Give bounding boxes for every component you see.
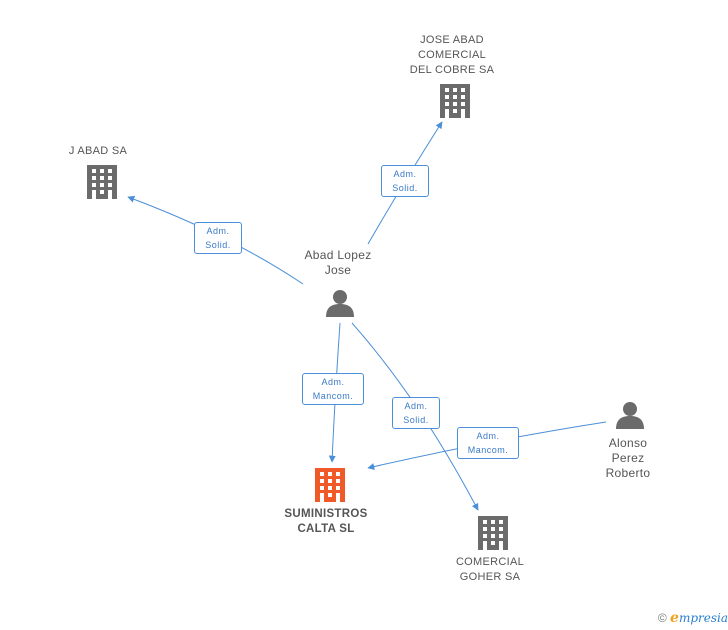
node-label-alonso-perez-roberto[interactable]: Alonso Perez Roberto: [605, 436, 651, 480]
edge-label-adm-mancom: Adm. Mancom.: [457, 427, 519, 459]
edge-label-adm-solid: Adm. Solid.: [194, 222, 242, 254]
node-label-suministros-calta[interactable]: SUMINISTROS CALTA SL: [284, 508, 368, 535]
empresia-logo: empresia: [670, 610, 728, 626]
building-icon[interactable]: [440, 84, 470, 118]
copyright-symbol: ©: [657, 611, 667, 625]
building-icon[interactable]: [315, 468, 345, 502]
node-label-jose-abad-comercial[interactable]: JOSE ABAD COMERCIAL DEL COBRE SA: [409, 34, 495, 76]
node-label-comercial-goher[interactable]: COMERCIAL GOHER SA: [455, 556, 525, 583]
empresia-watermark: © empresia: [658, 610, 728, 626]
building-icon[interactable]: [478, 516, 508, 550]
edge-label-adm-solid: Adm. Solid.: [381, 165, 429, 197]
edge-label-adm-mancom: Adm. Mancom.: [302, 373, 364, 405]
edge-label-adm-solid: Adm. Solid.: [392, 397, 440, 429]
node-label-abad-lopez-jose[interactable]: Abad Lopez Jose: [304, 248, 372, 277]
person-icon[interactable]: [616, 402, 644, 429]
node-label-j-abad-sa[interactable]: J ABAD SA: [68, 145, 128, 157]
person-icon[interactable]: [326, 290, 354, 317]
building-icon[interactable]: [87, 165, 117, 199]
